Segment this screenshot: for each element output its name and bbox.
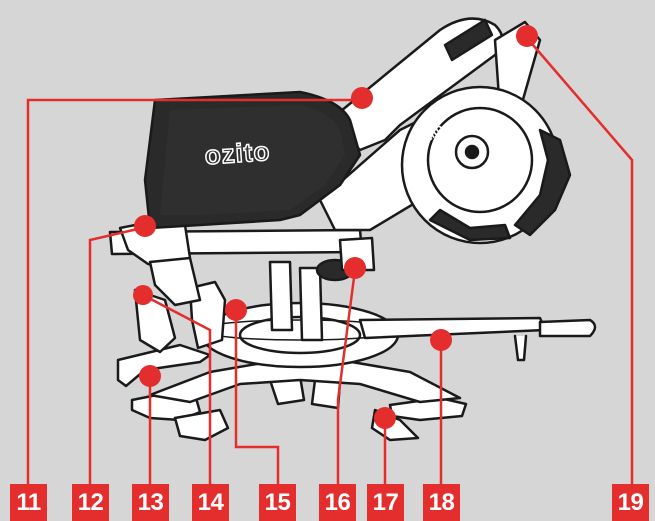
callout-12: 12 [72,484,109,521]
callout-dots [133,25,538,429]
callout-15: 15 [259,484,296,521]
callout-leaders [26,37,634,485]
callout-11: 11 [10,484,47,521]
fence-upright [268,260,294,332]
callout-19: 19 [612,484,649,521]
brand-logo-guard: ozito [204,136,272,171]
callout-18: 18 [423,484,460,521]
callout-17: 17 [367,484,404,521]
callout-14: 14 [192,484,229,521]
extension-handle-grip [538,318,597,338]
extension-handle [358,316,547,340]
callout-13: 13 [132,484,169,521]
callout-16: 16 [319,484,356,521]
support-extension [116,343,212,388]
